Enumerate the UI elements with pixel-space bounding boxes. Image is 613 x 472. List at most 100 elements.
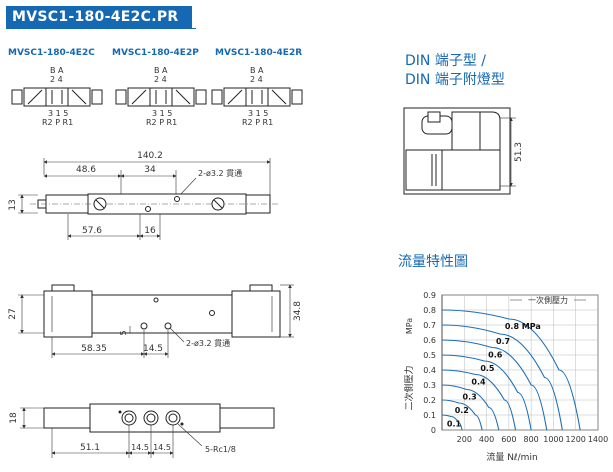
symbol-nums-bottom: 3 1 5: [152, 109, 172, 118]
symbol-solenoid-right: [195, 89, 207, 105]
top-dim-height: 13: [8, 199, 18, 210]
chart-series-line: [441, 384, 500, 431]
chart-series-label: 0.2: [455, 406, 469, 415]
chart-series-line: [441, 339, 548, 431]
din-title-line1: DIN 端子型 /: [405, 53, 486, 69]
bottom-dim-height: 18: [9, 412, 19, 424]
symbol-nums-top: 2 4: [50, 75, 63, 84]
top-dim-bottom-mid: 16: [144, 226, 156, 236]
symbol-flow-line: [271, 89, 287, 105]
symbol-box: [149, 87, 173, 107]
front-hole-note: 2-ø3.2 貫通: [186, 338, 230, 348]
symbol-nums-bottom: 3 1 5: [248, 109, 268, 118]
symbol-ports-bottom: R2 P R1: [242, 118, 273, 127]
front-dim-bottom-left: 58.35: [81, 344, 107, 354]
chart-x-tick-label: 1000: [543, 435, 563, 444]
chart-y-tick-label: 0.5: [423, 351, 436, 360]
chart-series-label: 0.1: [447, 420, 462, 429]
valve-symbol: B A2 4 3 1 5R2 P R1: [11, 66, 103, 127]
bottom-port-note: 5-Rc1/8: [205, 445, 236, 454]
chart-series-label: 0.7: [496, 337, 510, 346]
chart-series-label: 0.6: [488, 351, 503, 360]
flow-chart: 0 0.1 0.2 0.3 0.4 0.5 0.6 0.7 0.8 0.9 200 400 600 800…: [403, 291, 608, 463]
flow-chart-title: 流量特性圖: [398, 254, 468, 270]
top-dim-left: 48.6: [76, 165, 96, 175]
top-view-drawing: 140.2 48.6 34 2-ø3.2 貫通 13 57.6 16: [8, 151, 278, 240]
chart-x-tick-label: 400: [479, 435, 494, 444]
front-dim-height-right: 34.8: [293, 301, 303, 321]
front-dim-bottom-mid: 14.5: [143, 344, 163, 354]
symbol-flow-line: [175, 89, 191, 105]
chart-series-line: [441, 324, 563, 431]
chart-x-axis-label: 流量 Nℓ/min: [486, 451, 537, 463]
chart-series-label: 0.5: [480, 364, 495, 373]
chart-y-tick-label: 0.4: [423, 366, 436, 375]
chart-legend-title: 一次側壓力: [528, 295, 568, 305]
symbol-flow-line: [227, 89, 243, 105]
title-rule: [6, 28, 196, 29]
symbol-solenoid-left: [115, 89, 127, 105]
bottom-view-drawing: 18 51.1 14.5 14.5 5-Rc1/8: [9, 403, 275, 458]
din-dim-height: 51.3: [514, 142, 524, 162]
top-dim-mid: 34: [144, 165, 156, 175]
top-hole-note: 2-ø3.2 貫通: [198, 168, 242, 178]
valve-symbols: B A2 43 1 5R2 P R1B A2 43 1 5R2 P R1B A2…: [11, 66, 303, 127]
chart-y-tick-label: 0.6: [423, 336, 436, 345]
symbol-nums-top: 2 4: [250, 75, 263, 84]
din-title-line2: DIN 端子附燈型: [405, 72, 505, 88]
chart-y-tick-label: 0.7: [423, 321, 436, 330]
bottom-dim-left: 51.1: [80, 443, 100, 453]
chart-y-unit: MPa: [405, 318, 414, 334]
chart-series-line: [441, 369, 517, 431]
chart-x-tick-label: 200: [457, 435, 472, 444]
din-title: DIN 端子型 / DIN 端子附燈型: [405, 52, 505, 90]
page-title: MVSC1-180-4E2C.PR: [6, 6, 192, 28]
symbol-box: [45, 87, 69, 107]
symbol-ports-top: B A: [154, 66, 168, 75]
chart-series-line: [441, 309, 581, 431]
front-dim-height-left: 27: [8, 308, 18, 319]
top-dim-bottom-left: 57.6: [82, 226, 102, 236]
symbol-ports-bottom: R2 P R1: [42, 118, 73, 127]
chart-y-tick-label: 0.9: [423, 291, 436, 300]
symbol-solenoid-left: [11, 89, 23, 105]
chart-series-line: [441, 354, 532, 431]
chart-y-tick-label: 0.3: [423, 381, 436, 390]
valve-symbol: B A2 4 3 1 5R2 P R1: [211, 66, 303, 127]
top-dim-overall: 140.2: [137, 151, 163, 161]
variant-label-4e2p: MVSC1-180-4E2P: [112, 48, 199, 58]
chart-series-label: 0.4: [471, 378, 486, 387]
chart-series-label: 0.3: [463, 393, 477, 402]
variant-label-4e2r: MVSC1-180-4E2R: [215, 48, 303, 58]
chart-y-tick-label: 0.2: [423, 396, 436, 405]
symbol-nums-bottom: 3 1 5: [48, 109, 68, 118]
front-view-drawing: 27 34.8 5 58.35 14.5 2-ø3.2 貫通: [8, 284, 303, 358]
symbol-box: [245, 87, 269, 107]
symbol-flow-line: [71, 89, 87, 105]
symbol-solenoid-left: [211, 89, 223, 105]
chart-x-tick-label: 600: [501, 435, 516, 444]
chart-series-line: [441, 414, 463, 431]
chart-x-tick-label: 1200: [566, 435, 586, 444]
variant-label-4e2c: MVSC1-180-4E2C: [8, 48, 95, 58]
bottom-dim-b: 14.5: [153, 443, 171, 452]
symbol-ports-top: B A: [250, 66, 264, 75]
valve-symbol: B A2 43 1 5R2 P R1: [115, 66, 207, 127]
chart-y-tick-label: 0.1: [423, 411, 436, 420]
chart-series-label: 0.8 MPa: [505, 322, 541, 331]
symbol-ports-top: B A: [50, 66, 64, 75]
symbol-flow-line: [27, 89, 43, 105]
chart-series-line: [441, 399, 483, 431]
chart-y-tick-label: 0: [431, 426, 436, 435]
chart-y-tick-label: 0.8: [423, 306, 436, 315]
chart-x-tick-label: 800: [524, 435, 539, 444]
symbol-nums-top: 2 4: [154, 75, 167, 84]
chart-x-tick-label: 1400: [588, 435, 608, 444]
chart-plot-area: [441, 294, 599, 431]
front-dim-small: 5: [119, 330, 128, 335]
chart-y-axis-label: 二次側壓力: [403, 365, 415, 410]
din-connector-drawing: 51.3: [403, 107, 524, 195]
symbol-solenoid-right: [91, 89, 103, 105]
symbol-solenoid-right: [291, 89, 303, 105]
